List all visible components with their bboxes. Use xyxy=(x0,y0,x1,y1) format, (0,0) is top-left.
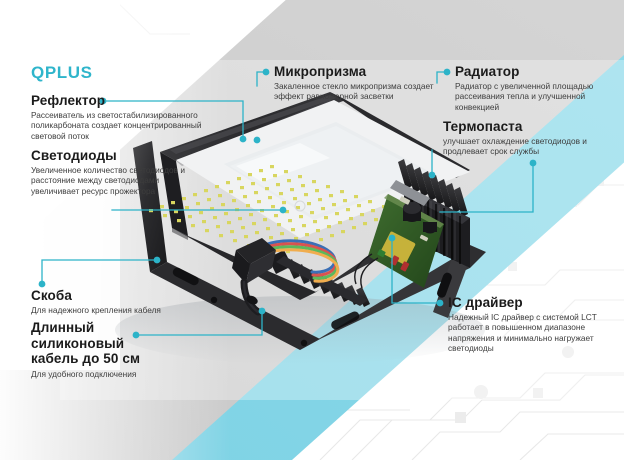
callout-ic-driver-title: IC драйвер xyxy=(448,295,523,310)
callout-radiator-title: Радиатор xyxy=(455,64,520,79)
callout-reflector: Рефлектор Рассеиватель из светостабилизи… xyxy=(31,93,207,141)
callout-leds-title: Светодиоды xyxy=(31,148,117,163)
callout-thermal-paste-title: Термопаста xyxy=(443,119,523,134)
callout-thermal-paste: Термопаста улучшает охлаждение светодиод… xyxy=(443,119,603,157)
callout-radiator: Радиатор Радиатор с увеличенной площадью… xyxy=(455,64,607,112)
callout-bracket-title: Скоба xyxy=(31,288,72,303)
callout-leds: Светодиоды Увеличенное количество светод… xyxy=(31,148,197,196)
callout-ic-driver: IC драйвер Надежный IC драйвер с системо… xyxy=(448,295,610,354)
brand-logo: QPLUS xyxy=(31,63,93,82)
callout-bracket-body: Для надежного крепления кабеля xyxy=(31,305,161,315)
callout-radiator-body: Радиатор с увеличенной площадью рассеива… xyxy=(455,81,594,112)
callout-leds-body: Увеличенное количество светодиодов и рас… xyxy=(31,165,185,196)
callout-reflector-title: Рефлектор xyxy=(31,93,106,108)
callout-bracket: Скоба Для надежного крепления кабеля xyxy=(31,288,197,315)
callout-thermal-paste-body: улучшает охлаждение светодиодов и продле… xyxy=(443,136,587,157)
callout-cable: Длинный силиконовый кабель до 50 см Для … xyxy=(31,320,149,379)
callout-cable-body: Для удобного подключения xyxy=(31,368,137,379)
callout-microprism-title: Микропризма xyxy=(274,64,367,79)
callout-reflector-body: Рассеиватель из светостабилизированного … xyxy=(31,110,202,141)
callout-ic-driver-body: Надежный IC драйвер с системой LCT работ… xyxy=(448,312,597,354)
callout-microprism: Микропризма Закаленное стекло микропризм… xyxy=(274,64,450,102)
callout-cable-title: Длинный силиконовый кабель до 50 см xyxy=(31,320,141,366)
callout-microprism-body: Закаленное стекло микропризма создает эф… xyxy=(274,81,434,102)
